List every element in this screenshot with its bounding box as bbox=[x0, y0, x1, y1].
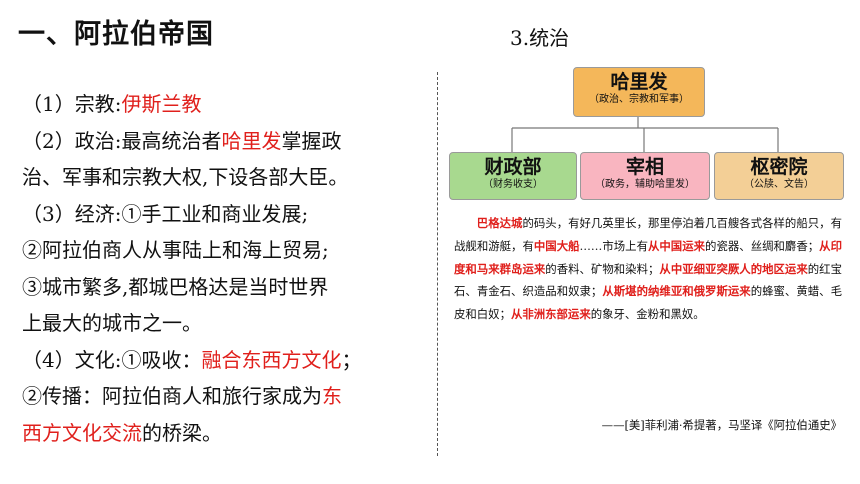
quote-text: 的象牙、金粉和黑奴。 bbox=[590, 307, 705, 322]
politics-line: （2）政治:最高统治者哈里发掌握政 bbox=[22, 123, 432, 160]
economy-line: （3）经济:①手工业和商业发展; bbox=[22, 201, 309, 226]
politics-line-2: 治、军事和宗教大权,下设各部大臣。 bbox=[22, 165, 349, 189]
politics-text: 掌握政 bbox=[281, 128, 342, 153]
org-box-vizier-sub: （政务，辅助哈里发） bbox=[595, 179, 695, 190]
column-divider bbox=[437, 72, 438, 456]
quote-highlight: 从中亚细亚突厥人的地区运来 bbox=[659, 261, 808, 276]
quote-text: ……市场上有 bbox=[579, 238, 648, 253]
page-title: 一、阿拉伯帝国 bbox=[18, 19, 214, 50]
religion-line: （1）宗教:伊斯兰教 bbox=[22, 86, 432, 123]
org-box-finance: 财政部 （财务收支） bbox=[449, 152, 577, 200]
quote-highlight: 中国大船 bbox=[533, 238, 580, 253]
org-box-caliph-title: 哈里发 bbox=[610, 71, 668, 93]
economy-line-4: 上最大的城市之一。 bbox=[22, 311, 202, 335]
quote-citation: ——[美]菲利浦·希提著，马坚译《阿拉伯通史》 bbox=[601, 418, 842, 432]
culture-highlight-3: 西方文化交流 bbox=[22, 420, 142, 445]
quote-highlight: 从非洲东部运来 bbox=[510, 307, 591, 322]
section-title: 3.统治 bbox=[510, 26, 570, 50]
quote-text: 的红宝石、青金石、织造品和奴隶； bbox=[454, 261, 842, 299]
org-box-privy-council-title: 枢密院 bbox=[750, 156, 808, 178]
org-box-finance-title: 财政部 bbox=[484, 156, 542, 178]
economy-line-2: ②阿拉伯商人从事陆上和海上贸易; bbox=[22, 238, 329, 262]
org-box-caliph: 哈里发 （政治、宗教和军事） bbox=[573, 67, 705, 117]
culture-text-2: 的桥梁。 bbox=[142, 420, 222, 445]
org-box-caliph-sub: （政治、宗教和军事） bbox=[589, 94, 689, 105]
culture-highlight-2: 东 bbox=[322, 384, 342, 408]
quote-text: 的香料、矿物和染料； bbox=[545, 261, 660, 276]
politics-label: （2）政治:最高统治者 bbox=[22, 128, 222, 153]
quote-text: 的码头，有好几英里长，那里停泊着几百艘各式各样的船只，有战舰和游艇，有 bbox=[454, 216, 842, 253]
quote-text: 的瓷器、丝绸和麝香； bbox=[705, 238, 820, 253]
quote-highlight: 巴格达城 bbox=[476, 216, 523, 230]
culture-line-3: 西方文化交流的桥梁。 bbox=[22, 415, 432, 452]
culture-highlight: 融合东西方文化 bbox=[201, 347, 342, 372]
culture-label: （4）文化:①吸收： bbox=[22, 347, 202, 372]
org-box-finance-sub: （财务收支） bbox=[483, 179, 543, 190]
quote-passage: 巴格达城的码头，有好几英里长，那里停泊着几百艘各式各样的船只，有战舰和游艇，有中… bbox=[454, 212, 842, 326]
economy-line-3: ③城市繁多,都城巴格达是当时世界 bbox=[22, 274, 329, 299]
religion-value: 伊斯兰教 bbox=[121, 92, 202, 116]
org-box-privy-council-sub: （公牍、文告） bbox=[744, 179, 814, 190]
quote-text: 的蜂蜜、黄蜡、毛皮和白奴； bbox=[454, 284, 842, 322]
org-box-vizier: 宰相 （政务，辅助哈里发） bbox=[580, 152, 710, 200]
content-list: （1）宗教:伊斯兰教 （2）政治:最高统治者哈里发掌握政 治、军事和宗教大权,下… bbox=[22, 86, 432, 451]
culture-line: （4）文化:①吸收：融合东西方文化； bbox=[22, 342, 432, 379]
org-box-vizier-title: 宰相 bbox=[625, 156, 664, 178]
culture-text: ②传播：阿拉伯商人和旅行家成为 bbox=[22, 384, 322, 408]
culture-line-2: ②传播：阿拉伯商人和旅行家成为东 bbox=[22, 378, 432, 415]
politics-highlight: 哈里发 bbox=[221, 128, 282, 153]
org-box-privy-council: 枢密院 （公牍、文告） bbox=[714, 152, 844, 200]
quote-highlight: 从印度和马来群岛运来 bbox=[454, 238, 842, 276]
quote-highlight: 从中国运来 bbox=[647, 238, 706, 253]
culture-punct: ； bbox=[341, 347, 362, 372]
quote-highlight: 从斯堪的纳维亚和俄罗斯运来 bbox=[602, 284, 751, 299]
religion-label: （1）宗教: bbox=[22, 92, 122, 116]
